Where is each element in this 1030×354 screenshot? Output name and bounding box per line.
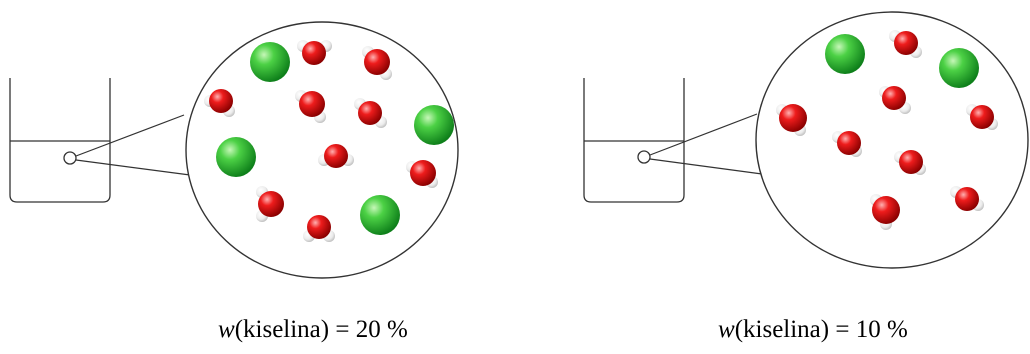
water-molecule — [894, 150, 926, 175]
water-molecule — [950, 186, 984, 211]
water-molecule — [879, 86, 911, 114]
caption-variable: w — [718, 316, 735, 343]
water-molecule — [966, 104, 998, 130]
water-molecule — [889, 30, 922, 58]
water-molecule — [295, 90, 326, 123]
water-molecule — [362, 46, 392, 80]
water-molecule — [832, 131, 862, 157]
particles-right — [776, 30, 998, 230]
magnified-view — [755, 11, 1029, 269]
particles-left — [204, 40, 454, 242]
water-molecule — [204, 89, 235, 117]
water-molecule — [303, 215, 335, 242]
water-molecule — [870, 194, 900, 230]
chloride-ion — [360, 195, 400, 235]
zoom-lines — [649, 113, 763, 175]
chloride-ion — [216, 137, 256, 177]
water-molecule — [406, 160, 438, 188]
beaker — [583, 78, 685, 203]
caption-text: (kiselina) = 20 % — [234, 316, 408, 343]
chloride-ion — [939, 48, 979, 88]
caption-left: w(kiselina) = 20 % — [218, 316, 408, 344]
caption-right: w(kiselina) = 10 % — [718, 316, 908, 344]
sample-point — [63, 151, 77, 165]
zoom-lines — [75, 114, 191, 176]
chloride-ion — [250, 42, 290, 82]
beaker — [9, 78, 111, 203]
caption-variable: w — [218, 316, 235, 343]
water-molecule — [354, 98, 387, 128]
panel-left — [9, 21, 459, 279]
water-molecule — [318, 144, 354, 168]
panel-right — [583, 11, 1029, 269]
sample-point — [637, 150, 651, 164]
water-molecule — [297, 40, 332, 65]
chloride-ion — [414, 105, 454, 145]
water-molecule — [256, 186, 284, 222]
chloride-ion — [825, 34, 865, 74]
caption-text: (kiselina) = 10 % — [734, 316, 908, 343]
water-molecule — [776, 104, 807, 136]
